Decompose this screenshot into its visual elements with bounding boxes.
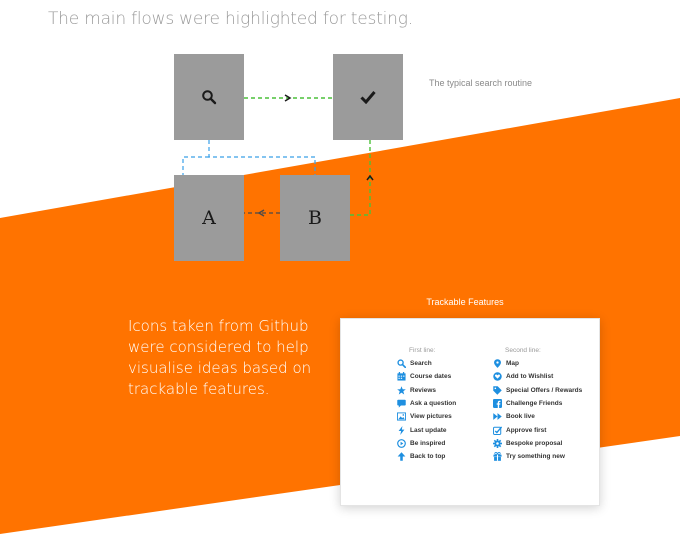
feature-label: Add to Wishlist bbox=[506, 373, 554, 381]
feature-item: Search bbox=[397, 357, 456, 370]
feature-label: Map bbox=[506, 360, 519, 368]
tag-icon bbox=[493, 386, 502, 395]
facebook-icon bbox=[493, 399, 502, 409]
search-icon bbox=[397, 359, 406, 369]
feature-label: Try something new bbox=[506, 453, 565, 461]
feature-label: Back to top bbox=[410, 453, 446, 461]
first-line-heading: First line: bbox=[409, 347, 436, 354]
node-a: A bbox=[174, 175, 244, 261]
search-icon bbox=[202, 90, 217, 105]
node-b-label: B bbox=[308, 207, 322, 229]
feature-item: Bespoke proposal bbox=[493, 437, 582, 450]
arrow-up-icon bbox=[397, 452, 406, 461]
gear-icon bbox=[493, 438, 502, 448]
feature-item: Reviews bbox=[397, 384, 456, 397]
feature-item: Try something new bbox=[493, 450, 582, 463]
speech-bubble-icon bbox=[397, 399, 406, 408]
feature-label: Be inspired bbox=[410, 439, 446, 447]
feature-item: Add to Wishlist bbox=[493, 370, 582, 383]
features-title: Trackable Features bbox=[426, 297, 504, 307]
feature-label: Course dates bbox=[410, 373, 452, 381]
feature-label: View pictures bbox=[410, 413, 452, 421]
feature-item: Last update bbox=[397, 423, 456, 436]
calendar-icon bbox=[397, 372, 406, 381]
second-line-heading: Second line: bbox=[505, 347, 541, 354]
feature-item: Approve first bbox=[493, 423, 582, 436]
gift-icon bbox=[493, 452, 502, 462]
feature-item: View pictures bbox=[397, 410, 456, 423]
feature-label: Ask a question bbox=[410, 400, 457, 408]
feature-item: Map bbox=[493, 357, 582, 370]
feature-label: Reviews bbox=[410, 386, 437, 394]
checkmark-icon bbox=[360, 91, 376, 104]
feature-item: Be inspired bbox=[397, 437, 456, 450]
edit-check-icon bbox=[493, 426, 502, 435]
map-pin-icon bbox=[494, 359, 501, 368]
image-icon bbox=[397, 412, 406, 421]
node-b: B bbox=[280, 175, 350, 261]
node-a-label: A bbox=[202, 207, 216, 229]
star-icon bbox=[397, 386, 406, 395]
features-card: First line: Search Course dates bbox=[340, 318, 600, 506]
feature-item: Back to top bbox=[397, 450, 456, 463]
routine-label: The typical search routine bbox=[429, 78, 533, 88]
feature-label: Book live bbox=[506, 413, 535, 421]
heart-icon bbox=[493, 372, 502, 382]
page-headline: The main flows were highlighted for test… bbox=[48, 9, 413, 29]
fast-forward-icon bbox=[493, 413, 502, 421]
node-check bbox=[333, 54, 403, 140]
lightning-icon bbox=[398, 425, 405, 435]
first-line-column: First line: Search Course dates bbox=[397, 345, 456, 463]
feature-label: Last update bbox=[410, 426, 447, 434]
feature-item: Ask a question bbox=[397, 397, 456, 410]
feature-item: Special Offers / Rewards bbox=[493, 384, 582, 397]
feature-item: Course dates bbox=[397, 370, 456, 383]
second-line-column: Second line: Map Add to Wishlist Special… bbox=[493, 345, 582, 463]
feature-item: Book live bbox=[493, 410, 582, 423]
feature-label: Challenge Friends bbox=[506, 400, 563, 408]
intro-text: Icons taken from Github were considered … bbox=[128, 317, 312, 398]
node-search bbox=[174, 54, 244, 140]
feature-label: Special Offers / Rewards bbox=[506, 386, 583, 394]
feature-label: Search bbox=[410, 360, 432, 368]
play-circle-icon bbox=[397, 439, 406, 448]
feature-label: Approve first bbox=[506, 426, 547, 434]
feature-item: Challenge Friends bbox=[493, 397, 582, 410]
feature-label: Bespoke proposal bbox=[506, 439, 563, 447]
